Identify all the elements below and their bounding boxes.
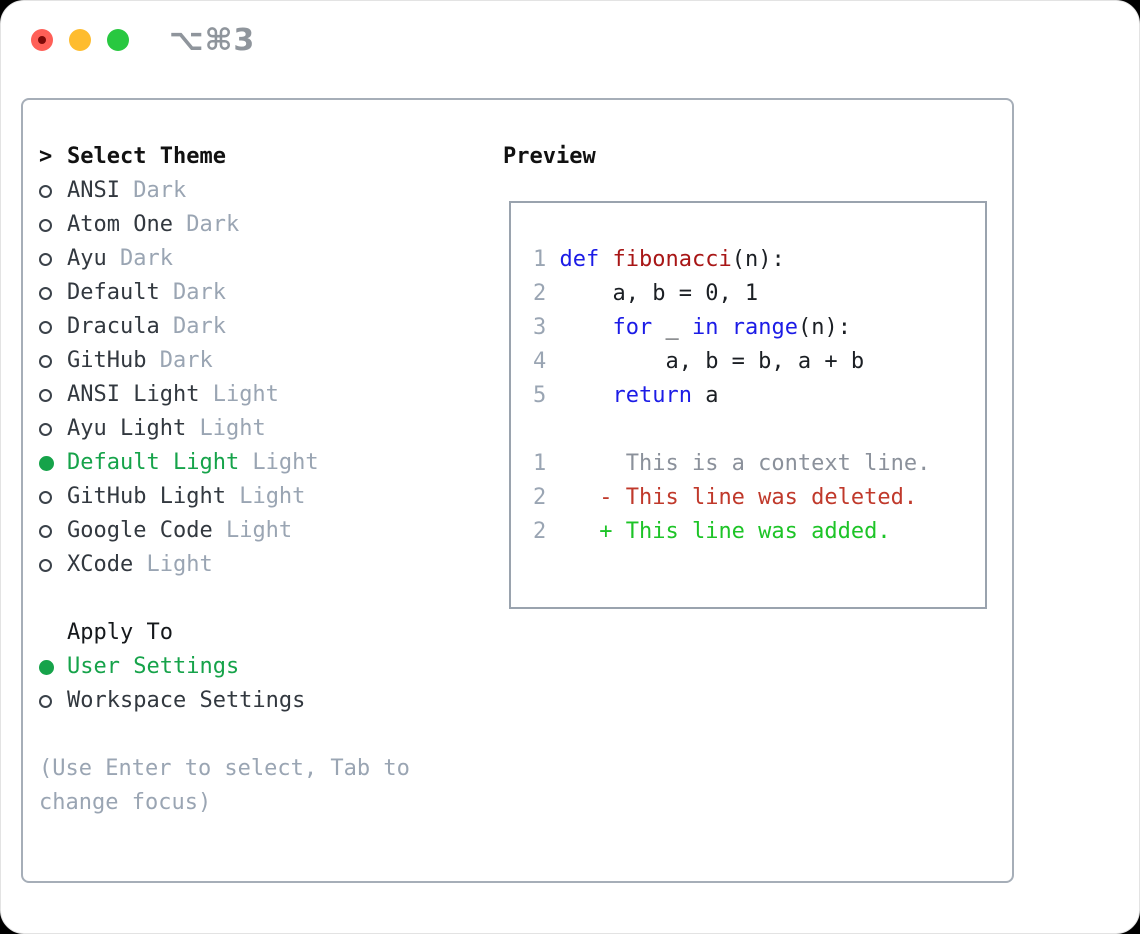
line-number: 5 <box>533 383 547 408</box>
radio-unselected-icon <box>39 208 67 242</box>
radio-unselected-icon <box>39 344 67 378</box>
code-line: 4 a, b = b, a + b <box>533 349 865 374</box>
line-number: 2 <box>533 281 547 306</box>
radio-unselected-icon <box>39 514 67 548</box>
blank-line <box>533 413 985 447</box>
theme-name: XCode <box>67 552 134 577</box>
theme-option-ayu-light[interactable]: Ayu Light Light <box>39 412 479 446</box>
hint-text-line-2: change focus) <box>39 790 212 815</box>
theme-variant: Light <box>239 450 319 475</box>
spacer <box>39 718 479 752</box>
theme-option-google-code[interactable]: Google Code Light <box>39 514 479 548</box>
radio-unselected-icon <box>39 548 67 582</box>
preview-box: 1 def fibonacci(n): 2 a, b = 0, 1 3 for _ … <box>509 201 987 609</box>
radio-selected-icon <box>39 446 67 480</box>
apply-to-indent <box>39 616 67 650</box>
cursor-glyph: > <box>39 144 53 169</box>
theme-variant: Light <box>225 484 306 509</box>
radio-unselected-icon <box>39 242 67 276</box>
apply-option-label: User Settings <box>67 654 240 679</box>
theme-name: Default Light <box>67 450 240 475</box>
line-number: 2 <box>533 519 547 544</box>
theme-option-xcode[interactable]: XCode Light <box>39 548 479 582</box>
window-title-shortcut: ⌥⌘3 <box>169 23 256 58</box>
radio-unselected-icon <box>39 480 67 514</box>
theme-option-ansi-light[interactable]: ANSI Light Light <box>39 378 479 412</box>
line-number: 4 <box>533 349 547 374</box>
hint-text-line-1: (Use Enter to select, Tab to <box>39 756 410 781</box>
theme-variant: Dark <box>172 212 240 237</box>
theme-variant: Dark <box>159 280 226 305</box>
radio-unselected-icon <box>39 174 67 208</box>
theme-option-default[interactable]: Default Dark <box>39 276 479 310</box>
apply-to-heading-row: Apply To <box>39 616 479 650</box>
line-number: 2 <box>533 485 547 510</box>
radio-unselected-icon <box>39 684 67 718</box>
code-line: 1 def fibonacci(n): <box>533 247 785 272</box>
line-number: 1 <box>533 451 547 476</box>
radio-unselected-icon <box>39 276 67 310</box>
preview-heading: Preview <box>503 144 596 169</box>
theme-name: Dracula <box>67 314 160 339</box>
theme-variant: Light <box>186 416 266 441</box>
theme-name: Atom One <box>67 212 173 237</box>
code-preview: 1 def fibonacci(n): 2 a, b = 0, 1 3 for _ … <box>533 243 985 413</box>
theme-name: GitHub Light <box>67 484 226 509</box>
theme-option-atom-one[interactable]: Atom One Dark <box>39 208 479 242</box>
diff-line-del: 2 - This line was deleted. <box>533 485 918 510</box>
traffic-lights <box>31 29 129 51</box>
theme-option-github-light[interactable]: GitHub Light Light <box>39 480 479 514</box>
theme-variant: Dark <box>106 246 173 271</box>
apply-to-heading: Apply To <box>67 620 173 645</box>
line-number: 1 <box>533 247 547 272</box>
theme-name: Ayu <box>67 246 107 271</box>
theme-option-github[interactable]: GitHub Dark <box>39 344 479 378</box>
apply-option-workspace-settings[interactable]: Workspace Settings <box>39 684 479 718</box>
theme-name: ANSI <box>67 178 120 203</box>
theme-name: Ayu Light <box>67 416 187 441</box>
theme-variant: Dark <box>119 178 187 203</box>
radio-selected-icon <box>39 650 67 684</box>
theme-option-dracula[interactable]: Dracula Dark <box>39 310 479 344</box>
cursor-marker: > <box>39 140 67 174</box>
theme-name: ANSI Light <box>67 382 200 407</box>
theme-option-ansi[interactable]: ANSI Dark <box>39 174 479 208</box>
titlebar: ⌥⌘3 <box>1 1 1139 79</box>
theme-variant: Dark <box>159 314 226 339</box>
apply-option-user-settings[interactable]: User Settings <box>39 650 479 684</box>
theme-variant: Dark <box>146 348 213 373</box>
code-line: 2 a, b = 0, 1 <box>533 281 759 306</box>
select-theme-heading-row: > Select Theme <box>39 140 479 174</box>
minimize-button[interactable] <box>69 29 91 51</box>
theme-option-ayu[interactable]: Ayu Dark <box>39 242 479 276</box>
diff-line-ctx: 1 This is a context line. <box>533 451 931 476</box>
zoom-button[interactable] <box>107 29 129 51</box>
theme-name: GitHub <box>67 348 147 373</box>
close-button[interactable] <box>31 29 53 51</box>
radio-unselected-icon <box>39 310 67 344</box>
code-line: 5 return a <box>533 383 719 408</box>
theme-name: Default <box>67 280 160 305</box>
theme-option-default-light[interactable]: Default Light Light <box>39 446 479 480</box>
theme-variant: Light <box>212 518 293 543</box>
radio-unselected-icon <box>39 412 67 446</box>
spacer <box>39 582 479 616</box>
code-line: 3 for _ in range(n): <box>533 315 851 340</box>
apply-option-label: Workspace Settings <box>67 688 306 713</box>
line-number: 3 <box>533 315 547 340</box>
diff-preview: 1 This is a context line. 2 - This line w… <box>533 447 985 549</box>
theme-name: Google Code <box>67 518 213 543</box>
radio-unselected-icon <box>39 378 67 412</box>
theme-variant: Light <box>199 382 279 407</box>
select-theme-heading: Select Theme <box>67 144 226 169</box>
diff-line-add: 2 + This line was added. <box>533 519 891 544</box>
theme-variant: Light <box>133 552 213 577</box>
